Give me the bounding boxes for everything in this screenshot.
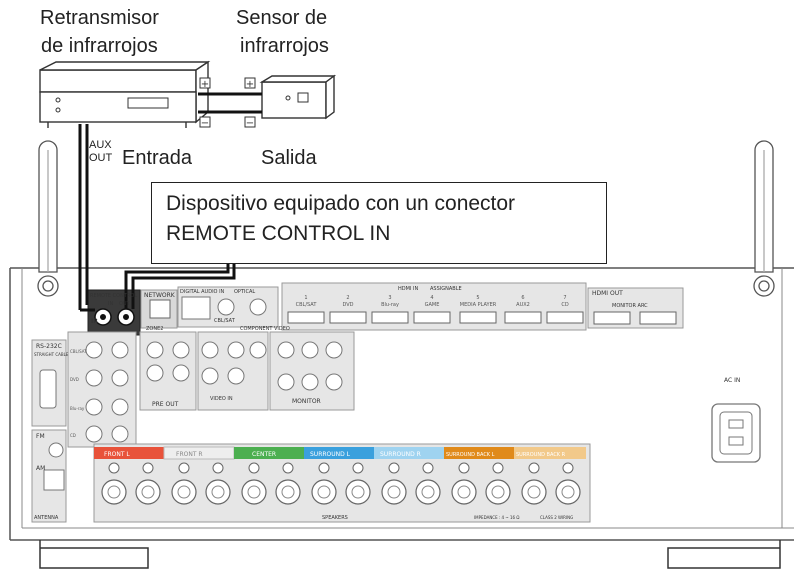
class2-label: CLASS 2 WIRING — [540, 515, 573, 520]
monitor-arc-label: MONITOR ARC — [612, 303, 648, 309]
hdmi-input-number: 7 — [563, 295, 566, 301]
ir-sensor-label-line2: infrarrojos — [240, 34, 329, 58]
ir-sensor-label-line1: Sensor de — [236, 6, 327, 30]
speakers-label: SPEAKERS — [322, 515, 348, 521]
digital-audio-label: DIGITAL AUDIO IN — [180, 289, 225, 295]
straight-cable-label: STRAIGHT CABLE — [34, 352, 69, 357]
video-in-block — [198, 332, 268, 410]
antenna-terminals — [32, 430, 66, 522]
hdmi-input-number: 2 — [346, 295, 349, 301]
hdmi-input-label: AUX2 — [516, 302, 530, 308]
hdmi-input-label: GAME — [425, 302, 440, 308]
hdmi-input-number: 3 — [388, 295, 391, 301]
audio-input-label: Blu-ray — [70, 406, 85, 411]
ir-repeater-label-line2: de infrarrojos — [41, 34, 158, 58]
ir-repeater-device — [40, 62, 208, 128]
impedance-label: IMPEDANCE : 4 ~ 16 Ω — [474, 515, 519, 520]
ir-label: IR — [91, 318, 98, 325]
audio-input-label: CBL/SAT — [70, 349, 87, 354]
hdmi-input-number: 6 — [521, 295, 524, 301]
in-label: IN — [108, 301, 113, 307]
out-label: OUT — [119, 301, 131, 307]
video-in-label: VIDEO IN — [210, 396, 233, 402]
hdmi-input-label: CD — [561, 302, 568, 308]
speaker-group-surround-back-r: SURROUND BACK R — [516, 452, 566, 458]
right-antenna — [754, 141, 774, 296]
speaker-group-front-r: FRONT R — [176, 451, 203, 458]
hdmi-input-number: 5 — [476, 295, 479, 301]
ac-in-label: AC IN — [724, 377, 740, 384]
audio-input-label: DVD — [70, 377, 79, 382]
ir-sensor-device — [262, 76, 334, 118]
hdmi-input-number: 1 — [304, 295, 307, 301]
hdmi-input-label: Blu-ray — [381, 302, 399, 308]
aux-label-line1: AUX — [89, 139, 112, 151]
fm-label: FM — [36, 433, 45, 440]
speaker-group-front-l: FRONT L — [104, 451, 130, 458]
monitor-label: MONITOR — [292, 398, 321, 405]
plus-sign-1: + — [201, 79, 209, 90]
assignable-label: ASSIGNABLE — [430, 286, 462, 292]
hdmi-input-label: CBL/SAT — [296, 302, 318, 308]
audio-input-label: CD — [70, 433, 76, 438]
output-label: Salida — [261, 146, 317, 170]
receiver-feet — [40, 540, 780, 568]
ac-inlet — [712, 404, 760, 462]
hdmi-input-label: DVD — [342, 302, 353, 308]
component-video-label: COMPONENT VIDEO — [240, 326, 290, 332]
antenna-label: ANTENNA — [34, 515, 59, 521]
hdmi-input-number: 4 — [430, 295, 433, 301]
minus-sign-1: − — [201, 118, 209, 129]
speaker-group-center: CENTER — [252, 451, 276, 458]
hdmi-out-label: HDMI OUT — [592, 290, 623, 297]
hdmi-input-label: MEDIA PLAYER — [460, 302, 497, 308]
speaker-group-surround-back-l: SURROUND BACK L — [446, 452, 495, 458]
aux-label-line2: OUT — [89, 152, 112, 164]
hdmi-in-label: HDMI IN — [398, 286, 418, 292]
speaker-group-surround-l: SURROUND L — [310, 451, 351, 458]
ir-repeater-label-line1: Retransmisor — [40, 6, 159, 30]
speaker-group-surround-r: SURROUND R — [380, 451, 421, 458]
plus-sign-2: + — [246, 79, 254, 90]
remote-control-label: REMOTE CONTROL — [90, 293, 137, 299]
minus-sign-2: − — [246, 118, 254, 129]
zone2-label: ZONE2 — [146, 326, 163, 332]
am-label: AM — [36, 465, 45, 472]
pre-out-label: PRE OUT — [152, 401, 179, 408]
optical-label: OPTICAL — [234, 289, 255, 295]
rs232c-label: RS-232C — [36, 343, 62, 350]
network-label: NETWORK — [144, 292, 176, 299]
zone2-preout-block — [140, 332, 196, 410]
callout-line1: Dispositivo equipado con un conector — [166, 189, 592, 219]
callout-line2: REMOTE CONTROL IN — [166, 219, 592, 249]
cbl-sat-label: CBL/SAT — [214, 318, 236, 324]
left-antenna — [38, 141, 58, 296]
input-label: Entrada — [122, 146, 192, 170]
callout-box: Dispositivo equipado con un conector REM… — [151, 182, 607, 264]
